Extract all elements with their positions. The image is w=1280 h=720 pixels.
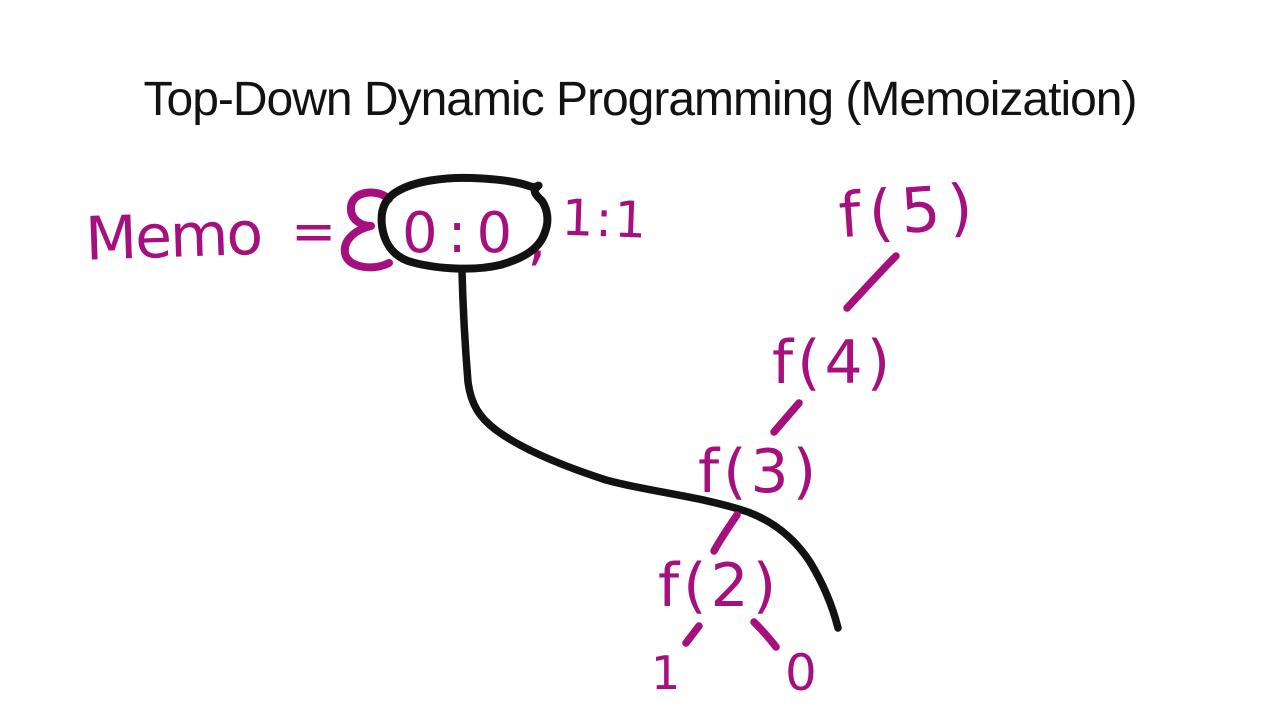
memo-open-brace-stroke — [340, 188, 393, 272]
memo-equals-sign: = — [291, 200, 336, 263]
memo-expression: Memo = 0:0 , 1:1 — [84, 188, 649, 275]
tree-edge-f2-leaf0 — [750, 618, 780, 651]
memo-entry-1: 1:1 — [561, 189, 649, 250]
memo-entry-0: 0:0 — [402, 201, 522, 266]
tree-node-f5: f(5) — [836, 170, 982, 253]
recursion-tree: f(5) f(4) f(3) f(2) 1 0 — [651, 170, 983, 702]
tree-leaf-1: 1 — [651, 646, 680, 700]
memo-to-tree-connector-curve — [458, 268, 842, 632]
tree-leaf-0: 0 — [785, 644, 817, 702]
page-title: Top-Down Dynamic Programming (Memoizatio… — [143, 73, 1138, 126]
tree-edge-f2-leaf1 — [682, 622, 703, 647]
tree-edge-f3-f2 — [710, 511, 741, 555]
tree-node-f2: f(2) — [658, 551, 780, 621]
tree-node-f3: f(3) — [698, 437, 820, 507]
memo-entry-circle-highlight — [377, 173, 552, 273]
memo-label: Memo — [84, 199, 262, 275]
tree-edge-f4-f3 — [770, 399, 803, 436]
tree-edge-f5-f4 — [843, 252, 900, 312]
tree-node-f4: f(4) — [772, 328, 894, 398]
